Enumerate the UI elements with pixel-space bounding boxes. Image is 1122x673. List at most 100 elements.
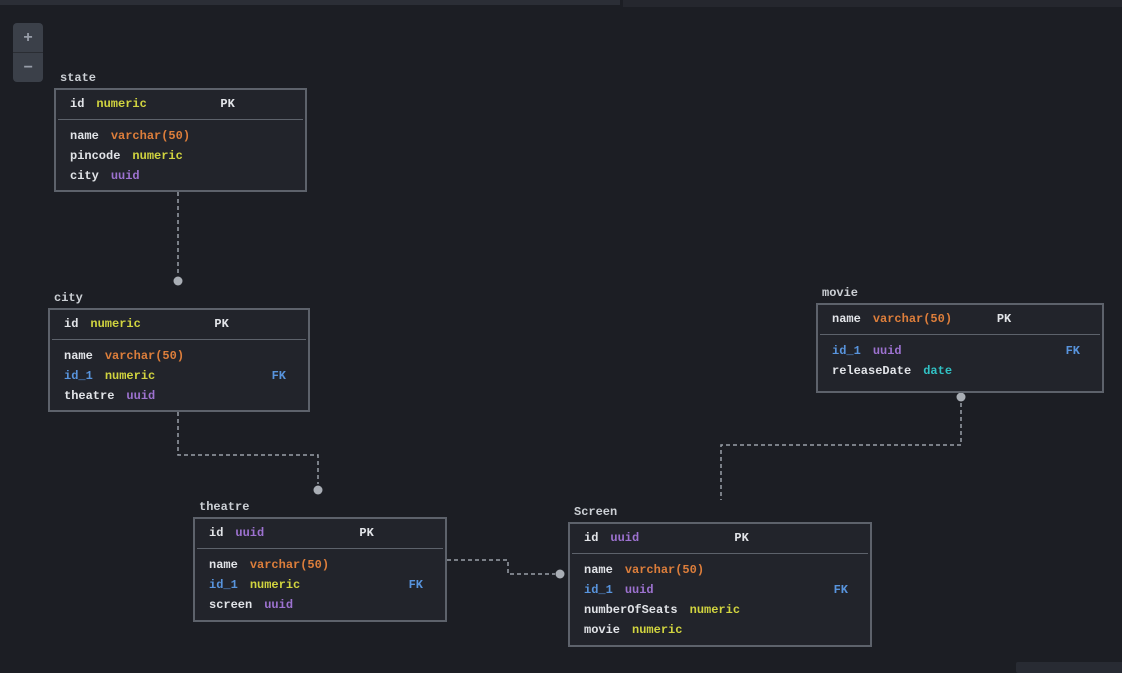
table-state[interactable]: state id numeric PK name varchar(50) pin… — [54, 71, 307, 192]
field-name: numberOfSeats — [584, 603, 678, 617]
key-badge — [374, 555, 431, 575]
field-name: city — [70, 169, 99, 183]
header-separator — [820, 334, 1100, 335]
field-type: uuid — [610, 531, 640, 545]
field-type: numeric — [632, 623, 683, 637]
table-row-pk: name varchar(50) PK — [818, 305, 1102, 334]
header-separator — [52, 339, 306, 340]
field-name: id — [70, 97, 85, 111]
table-row: id_1 numeric FK — [50, 366, 308, 386]
table-box[interactable]: id uuid PK name varchar(50) id_1 uuid FK… — [568, 522, 872, 647]
key-badge: FK — [271, 369, 286, 383]
field-type: uuid — [126, 389, 156, 403]
table-row: theatre uuid — [50, 386, 308, 406]
table-title: city — [54, 291, 83, 305]
horizontal-scrollbar-thumb[interactable] — [1016, 662, 1122, 673]
zoom-controls: + − — [13, 23, 43, 82]
table-row: numberOfSeats numeric — [570, 600, 870, 620]
key-badge — [1047, 361, 1088, 381]
field-type: uuid — [872, 344, 902, 358]
field-type: varchar(50) — [110, 129, 191, 143]
field-name: id_1 — [209, 578, 238, 592]
field-type: numeric — [90, 317, 141, 331]
key-badge — [229, 346, 294, 366]
top-panel-strip-left — [0, 0, 620, 5]
key-badge: PK — [359, 526, 374, 540]
table-title: movie — [822, 286, 859, 300]
table-box[interactable]: id numeric PK name varchar(50) pincode n… — [54, 88, 307, 192]
table-row: name varchar(50) — [50, 346, 308, 366]
field-name: name — [584, 563, 613, 577]
relationship-movie-screen[interactable] — [720, 392, 966, 501]
top-panel-strip-right — [623, 0, 1122, 7]
relationship-state-city[interactable] — [173, 192, 183, 286]
field-name: id_1 — [832, 344, 861, 358]
field-name: id_1 — [584, 583, 613, 597]
table-box[interactable]: name varchar(50) PK id_1 uuid FK release… — [816, 303, 1104, 393]
field-name: id — [64, 317, 79, 331]
key-badge — [256, 146, 291, 166]
relationship-theatre-screen[interactable] — [447, 559, 565, 579]
field-type: numeric — [96, 97, 147, 111]
key-badge — [756, 620, 856, 640]
table-screen[interactable]: Screen id uuid PK name varchar(50) id_1 … — [568, 505, 872, 647]
table-title: Screen — [574, 505, 618, 519]
table-movie[interactable]: movie name varchar(50) PK id_1 uuid FK r… — [816, 286, 1104, 393]
table-row: id_1 numeric FK — [195, 575, 445, 595]
table-row: releaseDate date — [818, 361, 1102, 381]
table-row: pincode numeric — [56, 146, 305, 166]
field-name: name — [209, 558, 238, 572]
table-row-pk: id uuid PK — [195, 519, 445, 548]
table-row: id_1 uuid FK — [570, 580, 870, 600]
field-name: screen — [209, 598, 253, 612]
field-type: varchar(50) — [624, 563, 705, 577]
field-name: name — [832, 312, 861, 326]
field-name: id — [209, 526, 224, 540]
table-city[interactable]: city id numeric PK name varchar(50) id_1… — [48, 291, 310, 412]
table-title: state — [60, 71, 97, 85]
key-badge — [250, 386, 294, 406]
table-row-pk: id numeric PK — [56, 90, 305, 119]
table-row: id_1 uuid FK — [818, 341, 1102, 361]
field-type: varchar(50) — [104, 349, 185, 363]
key-badge: FK — [833, 583, 848, 597]
relationship-city-theatre[interactable] — [177, 412, 323, 495]
table-row-pk: id numeric PK — [50, 310, 308, 339]
zoom-in-button[interactable]: + — [13, 23, 43, 52]
field-name: id_1 — [64, 369, 93, 383]
table-theatre[interactable]: theatre id uuid PK name varchar(50) id_1… — [193, 500, 447, 622]
field-name: id — [584, 531, 599, 545]
key-badge — [388, 595, 431, 615]
table-row: city uuid — [56, 166, 305, 186]
field-type: uuid — [624, 583, 654, 597]
field-type: date — [923, 364, 953, 378]
table-title: theatre — [199, 500, 250, 514]
key-badge: FK — [408, 578, 423, 592]
table-row-pk: id uuid PK — [570, 524, 870, 553]
field-type: uuid — [110, 169, 140, 183]
key-badge — [814, 600, 856, 620]
table-box[interactable]: id uuid PK name varchar(50) id_1 numeric… — [193, 517, 447, 622]
table-row: name varchar(50) — [195, 555, 445, 575]
key-badge: FK — [1065, 344, 1080, 358]
field-type: numeric — [689, 603, 741, 617]
field-name: name — [64, 349, 93, 363]
field-name: movie — [584, 623, 621, 637]
field-type: uuid — [264, 598, 294, 612]
zoom-out-button[interactable]: − — [13, 53, 43, 82]
key-badge: PK — [220, 97, 235, 111]
field-name: name — [70, 129, 99, 143]
field-type: varchar(50) — [249, 558, 330, 572]
header-separator — [197, 548, 443, 549]
key-badge — [235, 166, 291, 186]
key-badge: PK — [734, 531, 749, 545]
field-type: uuid — [235, 526, 265, 540]
field-name: releaseDate — [832, 364, 912, 378]
table-box[interactable]: id numeric PK name varchar(50) id_1 nume… — [48, 308, 310, 412]
field-type: numeric — [104, 369, 156, 383]
field-type: numeric — [249, 578, 301, 592]
header-separator — [58, 119, 303, 120]
field-type: varchar(50) — [872, 312, 953, 326]
